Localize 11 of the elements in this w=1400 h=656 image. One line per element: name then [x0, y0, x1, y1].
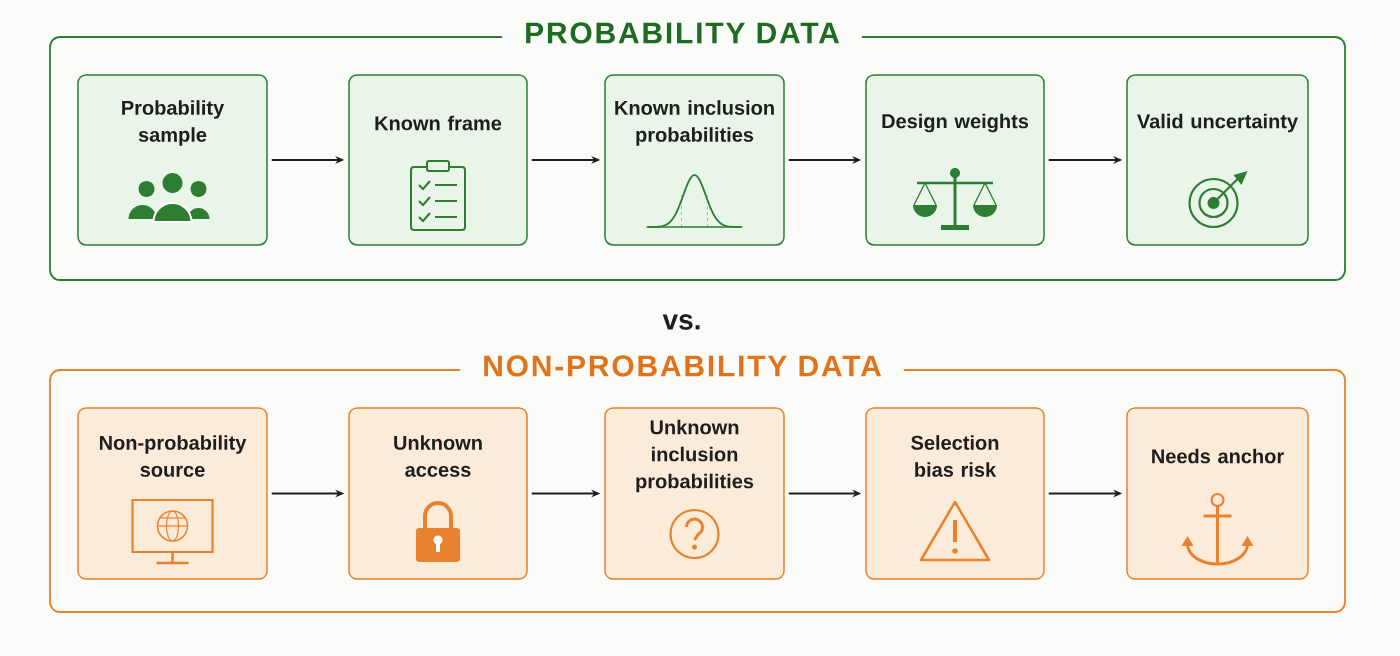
process-box: Unknown inclusion probabilities: [604, 407, 785, 580]
process-box: Valid uncertainty: [1126, 74, 1309, 246]
process-box: Non-probability source: [77, 407, 268, 580]
process-box: Selection bias risk: [865, 407, 1045, 580]
process-box: Design weights: [865, 74, 1045, 246]
process-box: Known inclusion probabilities: [604, 74, 785, 246]
process-box: Probability sample: [77, 74, 268, 246]
separator-text: vs.: [662, 314, 700, 330]
process-box: Unknown access: [348, 407, 528, 580]
process-box: Needs anchor: [1126, 407, 1309, 580]
process-box: Known frame: [348, 74, 528, 246]
